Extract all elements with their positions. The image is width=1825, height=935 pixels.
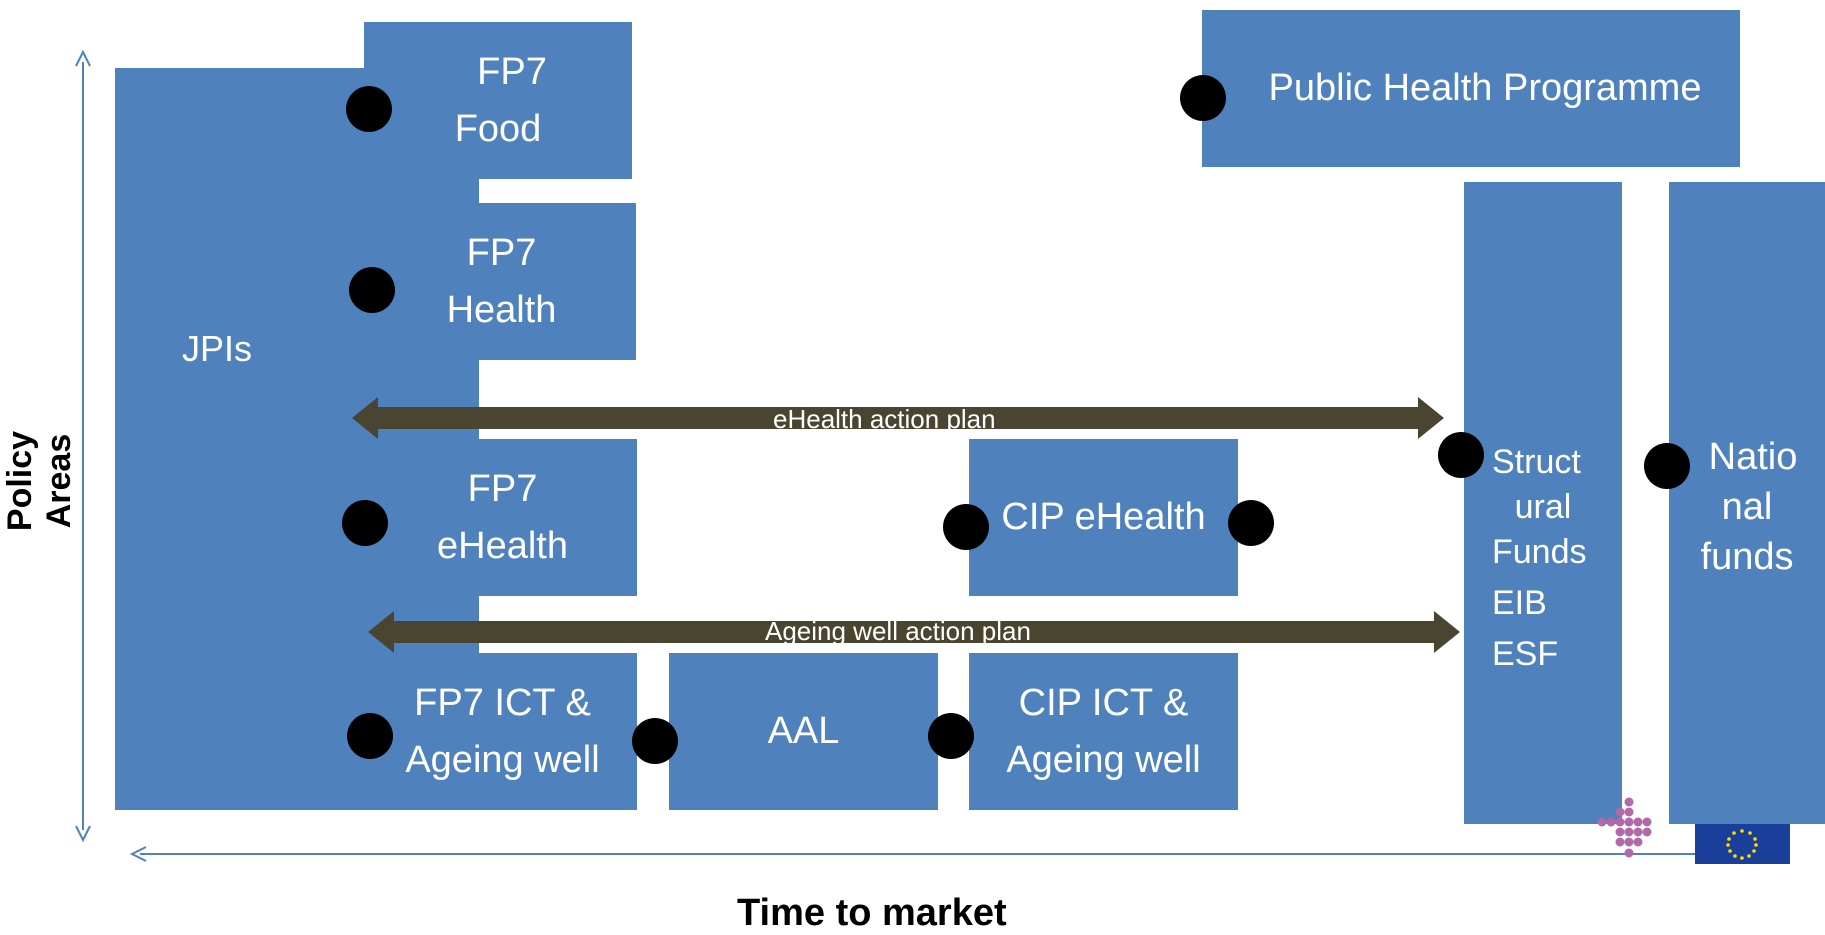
aal-label: AAL <box>767 710 840 752</box>
cip-ict-line1: CIP ICT & <box>1018 681 1189 724</box>
cip-ehealth-label: CIP eHealth <box>1001 496 1206 538</box>
ehealth-plan-label: eHealth action plan <box>773 404 996 434</box>
fp7-health-line1: FP7 <box>466 231 537 274</box>
public-health-label: Public Health Programme <box>1268 67 1702 109</box>
x-axis-title: Time to market <box>737 892 1007 934</box>
y-axis-title: Policy Areas <box>1 430 78 532</box>
dot-public-health <box>1180 75 1226 121</box>
dot-fp7-food <box>346 86 392 132</box>
dot-fp7-health <box>349 267 395 313</box>
dot-cip-ict <box>928 713 974 759</box>
structural-funds-text: Struct ural Funds EIB ESF <box>1464 440 1622 677</box>
fp7-ehealth-line2: eHealth <box>437 524 568 567</box>
structural-funds-box <box>1464 182 1622 824</box>
dot-cip-ehealth-left <box>943 504 989 550</box>
structural-line3: Funds <box>1492 533 1587 571</box>
fp7-ehealth-line1: FP7 <box>467 467 538 510</box>
national-line1: Natio <box>1708 436 1798 478</box>
eu-flag-icon <box>1695 824 1790 864</box>
jpis-label: JPIs <box>182 328 253 369</box>
fp7-ict-line2: Ageing well <box>405 738 600 781</box>
dot-fp7-ict <box>347 713 393 759</box>
fp7-food-line2: Food <box>454 107 542 150</box>
ageing-plan-arrow <box>368 611 1460 653</box>
dot-national <box>1644 443 1690 489</box>
x-axis-arrow <box>129 846 1770 862</box>
public-health-box: Public Health Programme <box>1202 10 1740 167</box>
structural-line2: ural <box>1514 488 1572 526</box>
ehealth-plan-arrow <box>352 397 1444 439</box>
aal-box: AAL <box>669 653 938 810</box>
national-funds-box <box>1669 182 1825 824</box>
programme-logo-icon <box>1597 797 1652 858</box>
national-line3: funds <box>1700 536 1794 578</box>
fp7-food-box: FP7 Food <box>364 22 632 179</box>
structural-line4: EIB <box>1492 584 1547 622</box>
cip-ict-box: CIP ICT & Ageing well <box>969 653 1238 810</box>
structural-line5: ESF <box>1492 635 1559 673</box>
fp7-health-line2: Health <box>446 288 557 331</box>
fp7-ehealth-box: FP7 eHealth <box>368 439 637 596</box>
dot-aal <box>632 718 678 764</box>
fp7-ict-box: FP7 ICT & Ageing well <box>368 653 637 810</box>
fp7-health-box: FP7 Health <box>367 203 636 360</box>
dot-structural <box>1438 432 1484 478</box>
national-funds-text: Natio nal funds <box>1669 432 1825 582</box>
fp7-food-line1: FP7 <box>477 50 547 93</box>
fp7-ict-line1: FP7 ICT & <box>414 681 591 724</box>
ageing-plan-label: Ageing well action plan <box>765 616 1031 646</box>
cip-ehealth-box: CIP eHealth <box>969 439 1238 596</box>
structural-line1: Struct <box>1492 443 1581 481</box>
y-axis-arrow <box>75 49 91 843</box>
cip-ict-line2: Ageing well <box>1006 738 1201 781</box>
dot-fp7-ehealth <box>342 500 388 546</box>
dot-cip-ehealth-right <box>1228 500 1274 546</box>
national-line2: nal <box>1721 486 1773 528</box>
